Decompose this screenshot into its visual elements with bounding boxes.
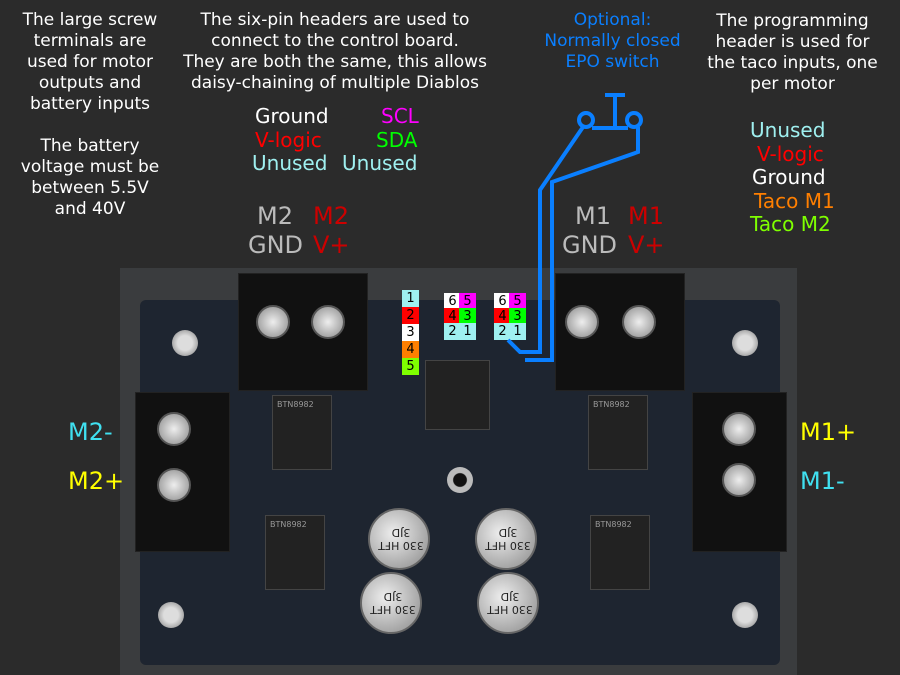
legend-vlogic: V-logic: [255, 128, 322, 152]
m2-v-label-bot: V+: [313, 231, 350, 259]
prog-legend-5: Taco M2: [750, 212, 831, 236]
prog-legend-2: V-logic: [757, 142, 824, 166]
capacitor: 330 HFT 3JD: [475, 508, 537, 570]
driver-chip: BTN8982: [272, 395, 332, 470]
legend-ground: Ground: [255, 104, 329, 128]
prog-pin-1: 1: [402, 290, 419, 307]
m2-gnd-label-bot: GND: [248, 231, 304, 259]
hdr-b-pin-5: 5: [509, 293, 526, 310]
prog-pin-2: 2: [402, 307, 419, 324]
center-hole: [447, 467, 473, 493]
m1-gnd-label-top: M1: [575, 202, 611, 230]
m2-minus-label: M2-: [68, 418, 113, 446]
m1-minus-label: M1-: [800, 467, 845, 495]
prog-pin-5: 5: [402, 358, 419, 375]
mount-hole: [172, 330, 198, 356]
hdr-a-pin-4: 4: [444, 308, 461, 325]
screw-icon: [256, 305, 290, 339]
m2-plus-label: M2+: [68, 467, 125, 495]
epo-note: Optional: Normally closed EPO switch: [544, 10, 681, 72]
driver-chip: BTN8982: [590, 515, 650, 590]
programming-note: The programming header is used for the t…: [707, 11, 878, 94]
m1-v-label-bot: V+: [628, 231, 665, 259]
screw-icon: [565, 305, 599, 339]
screw-icon: [722, 412, 756, 446]
m2-gnd-label-top: M2: [257, 202, 293, 230]
hdr-b-pin-2: 2: [494, 323, 511, 340]
hdr-a-pin-1: 1: [459, 323, 476, 340]
hdr-b-pin-3: 3: [509, 308, 526, 325]
hdr-b-pin-6: 6: [494, 293, 511, 310]
prog-pin-3: 3: [402, 324, 419, 341]
legend-scl: SCL: [381, 104, 419, 128]
mount-hole: [732, 330, 758, 356]
mount-hole: [158, 602, 184, 628]
screw-icon: [157, 412, 191, 446]
hdr-a-pin-5: 5: [459, 293, 476, 310]
m1-gnd-label-bot: GND: [562, 231, 618, 259]
hdr-a-pin-2: 2: [444, 323, 461, 340]
m2-v-label-top: M2: [313, 202, 349, 230]
hdr-b-pin-1: 1: [509, 323, 526, 340]
prog-legend-1: Unused: [750, 118, 826, 142]
prog-pin-4: 4: [402, 341, 419, 358]
m1-v-label-top: M1: [628, 202, 664, 230]
mount-hole: [732, 602, 758, 628]
legend-sda: SDA: [376, 128, 418, 152]
m1-plus-label: M1+: [800, 418, 857, 446]
prog-legend-3: Ground: [752, 165, 826, 189]
headers-note: The six-pin headers are used to connect …: [183, 10, 487, 93]
prog-legend-4: Taco M1: [754, 189, 835, 213]
hdr-a-pin-3: 3: [459, 308, 476, 325]
capacitor: 330 HFT 3JD: [360, 572, 422, 634]
screw-icon: [622, 305, 656, 339]
legend-unused-right: Unused: [342, 151, 418, 175]
capacitor: 330 HFT 3JD: [477, 572, 539, 634]
driver-chip: BTN8982: [588, 395, 648, 470]
screw-icon: [311, 305, 345, 339]
screw-icon: [722, 463, 756, 497]
hdr-a-pin-6: 6: [444, 293, 461, 310]
terminals-note: The large screw terminals are used for m…: [22, 10, 158, 114]
screw-icon: [157, 468, 191, 502]
hdr-b-pin-4: 4: [494, 308, 511, 325]
driver-chip: BTN8982: [265, 515, 325, 590]
capacitor: 330 HFT 3JD: [368, 508, 430, 570]
battery-note: The battery voltage must be between 5.5V…: [20, 136, 160, 219]
legend-unused-left: Unused: [252, 151, 328, 175]
controller-chip: [425, 360, 490, 430]
